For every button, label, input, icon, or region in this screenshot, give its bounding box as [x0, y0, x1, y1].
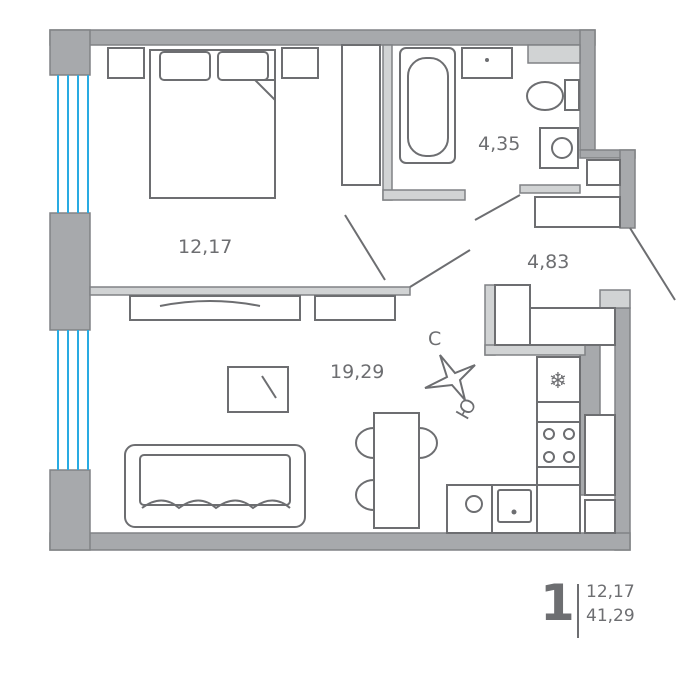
total-area: 41,29 — [586, 606, 635, 626]
wardrobe-living — [129, 295, 396, 321]
sofa — [124, 444, 306, 528]
room-area-hall: 4,83 — [527, 251, 569, 273]
hall-closet — [494, 284, 616, 346]
rooms-count: 1 — [540, 574, 575, 632]
tv — [227, 366, 289, 413]
kitchen-units: ❄ — [446, 356, 616, 534]
living-area: 12,17 — [586, 582, 635, 602]
room-area-bathroom: 4,35 — [478, 133, 520, 155]
door-swings — [344, 194, 676, 301]
room-area-living: 19,29 — [330, 361, 384, 383]
compass-south: Ю — [452, 395, 481, 424]
dining-table — [355, 412, 438, 529]
room-area-bedroom: 12,17 — [178, 236, 232, 258]
svg-text:❄: ❄ — [549, 369, 567, 394]
bathroom-fixtures — [399, 47, 621, 228]
interior-walls — [89, 44, 631, 356]
bed — [107, 47, 319, 199]
wardrobe-bedroom — [341, 44, 381, 186]
compass-north: С — [428, 328, 441, 350]
windows — [57, 75, 89, 470]
compass-icon — [424, 354, 476, 401]
summary-divider — [577, 584, 579, 638]
